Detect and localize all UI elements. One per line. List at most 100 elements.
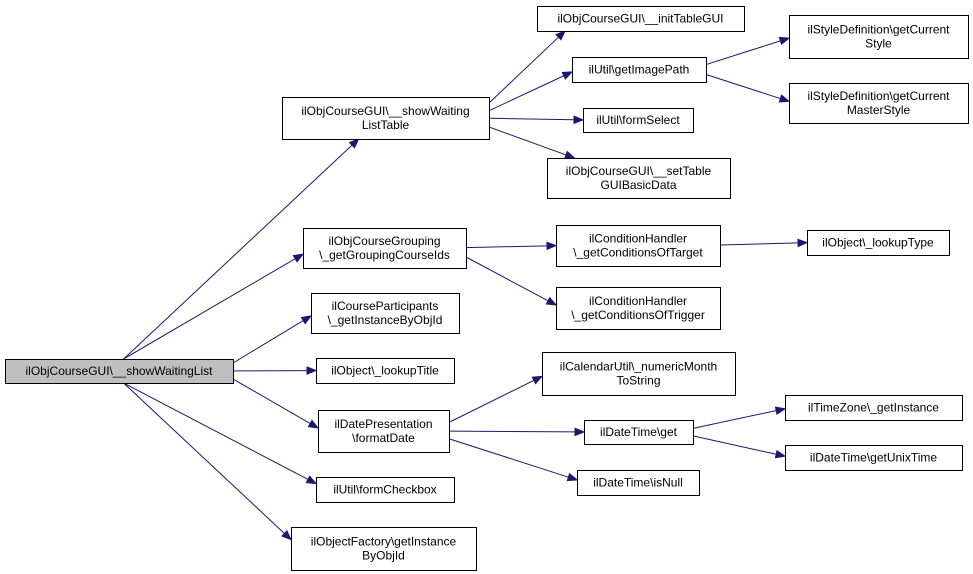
node-box xyxy=(5,359,234,384)
node-label-line: ilUtil\formSelect xyxy=(596,113,680,127)
node-lkt[interactable]: ilObject\_lookupTitle xyxy=(316,358,455,384)
node-label-line: \_getConditionsOfTarget xyxy=(573,246,703,260)
node-box xyxy=(311,293,460,334)
edge-cht-to-lkty xyxy=(719,242,799,246)
node-label-line: ilCourseParticipants xyxy=(332,299,439,313)
node-dp[interactable]: ilDatePresentation\formatDate xyxy=(318,410,450,453)
node-ut[interactable]: ilDateTime\getUnixTime xyxy=(785,445,963,471)
edge-swlt-to-itg xyxy=(488,36,559,104)
edge-dtg-to-tz xyxy=(692,410,777,429)
edge-root-to-part xyxy=(232,320,304,364)
arrowhead-icon xyxy=(307,419,320,429)
node-part[interactable]: ilCourseParticipants\_getInstanceByObjId xyxy=(311,293,460,334)
node-label-line: ilDateTime\isNull xyxy=(593,476,683,490)
edge-root-to-cb xyxy=(123,382,309,480)
node-grp[interactable]: ilObjCourseGrouping\_getGroupingCourseId… xyxy=(303,228,467,269)
node-label-line: ilUtil\formCheckbox xyxy=(333,483,436,497)
node-cht[interactable]: ilConditionHandler\_getConditionsOfTarge… xyxy=(556,225,721,267)
edge-dtg-to-ut xyxy=(692,435,777,455)
arrowhead-icon xyxy=(797,238,809,248)
node-label-line: ilObjCourseGrouping xyxy=(328,234,440,248)
node-label-line: \_getConditionsOfTrigger xyxy=(571,308,705,322)
node-label-line: ilObject\_lookupTitle xyxy=(331,364,439,378)
nodes-layer: ilObjCourseGUI\__showWaitingList ilObjCou… xyxy=(5,6,969,571)
node-cb[interactable]: ilUtil\formCheckbox xyxy=(316,477,455,503)
node-label-line: \formatDate xyxy=(352,431,415,445)
arrowhead-icon xyxy=(564,150,576,159)
node-box xyxy=(789,83,969,124)
node-tz[interactable]: ilTimeZone\_getInstance xyxy=(785,395,963,421)
node-label-line: \_getGroupingCourseIds xyxy=(319,248,450,262)
node-box xyxy=(785,445,963,471)
edge-root-to-dp xyxy=(232,378,311,424)
arrowhead-icon xyxy=(774,449,787,459)
node-label-line: GUIBasicData xyxy=(600,178,676,192)
node-box xyxy=(785,395,963,421)
node-label-line: Style xyxy=(865,37,892,51)
edge-dp-to-dtn xyxy=(448,438,569,478)
node-box xyxy=(318,410,450,453)
node-of[interactable]: ilObjectFactory\getInstanceByObjId xyxy=(291,527,477,571)
node-root[interactable]: ilObjCourseGUI\__showWaitingList xyxy=(5,359,234,384)
node-box xyxy=(556,287,721,330)
arrowhead-icon xyxy=(531,375,544,385)
node-label-line: MasterStyle xyxy=(847,103,911,117)
node-dtn[interactable]: ilDateTime\isNull xyxy=(577,470,700,496)
node-label-line: ilStyleDefinition\getCurrent xyxy=(807,23,950,37)
arrowhead-icon xyxy=(778,94,791,103)
arrowhead-icon xyxy=(348,138,360,149)
arrowhead-icon xyxy=(300,315,313,325)
node-dtg[interactable]: ilDateTime\get xyxy=(584,420,694,445)
node-box xyxy=(556,225,721,267)
node-box xyxy=(547,158,731,199)
node-itg[interactable]: ilObjCourseGUI\__initTableGUI xyxy=(537,6,745,32)
node-label-line: ilDatePresentation xyxy=(334,417,432,431)
edge-grp-to-chr xyxy=(465,256,549,302)
node-fs[interactable]: ilUtil\formSelect xyxy=(583,108,694,133)
node-label-line: ilObjCourseGUI\__initTableGUI xyxy=(557,12,723,26)
arrowhead-icon xyxy=(545,296,558,306)
node-chr[interactable]: ilConditionHandler\_getConditionsOfTrigg… xyxy=(556,287,721,330)
arrowhead-icon xyxy=(778,36,791,46)
node-box xyxy=(282,97,490,140)
node-label-line: ilObjCourseGUI\__showWaiting xyxy=(301,104,469,118)
node-label-line: ilDateTime\get xyxy=(600,425,678,439)
edge-grp-to-cht xyxy=(465,245,548,249)
node-label-line: ilTimeZone\_getInstance xyxy=(808,401,939,415)
node-label-line: ListTable xyxy=(362,118,410,132)
edge-dp-to-cal xyxy=(448,379,535,423)
edge-swlt-to-fs xyxy=(488,117,575,121)
node-box xyxy=(316,358,455,384)
node-label-line: ilUtil\getImagePath xyxy=(589,63,690,77)
edge-swlt-to-img xyxy=(488,75,565,112)
arrowhead-icon xyxy=(281,529,292,541)
node-box xyxy=(316,477,455,503)
edge-dp-to-dtg xyxy=(448,430,576,433)
node-box xyxy=(542,352,736,396)
node-label-line: ilObject\_lookupType xyxy=(822,236,934,250)
node-box xyxy=(584,420,694,445)
node-box xyxy=(807,230,950,256)
arrowhead-icon xyxy=(574,427,586,437)
arrowhead-icon xyxy=(573,115,585,125)
node-img[interactable]: ilUtil\getImagePath xyxy=(572,57,707,83)
arrowhead-icon xyxy=(555,30,566,41)
node-box xyxy=(291,527,477,571)
node-label-line: ilStyleDefinition\getCurrent xyxy=(807,89,950,103)
arrowhead-icon xyxy=(566,472,579,482)
node-lkty[interactable]: ilObject\_lookupType xyxy=(807,230,950,256)
arrowhead-icon xyxy=(546,241,558,251)
edge-img-to-sdc xyxy=(705,40,781,66)
edge-root-to-grp xyxy=(123,258,296,360)
node-box xyxy=(789,15,969,59)
node-label-line: ToString xyxy=(616,374,660,388)
node-label-line: ilConditionHandler xyxy=(589,294,687,308)
arrowhead-icon xyxy=(306,366,318,375)
node-box xyxy=(303,228,467,269)
